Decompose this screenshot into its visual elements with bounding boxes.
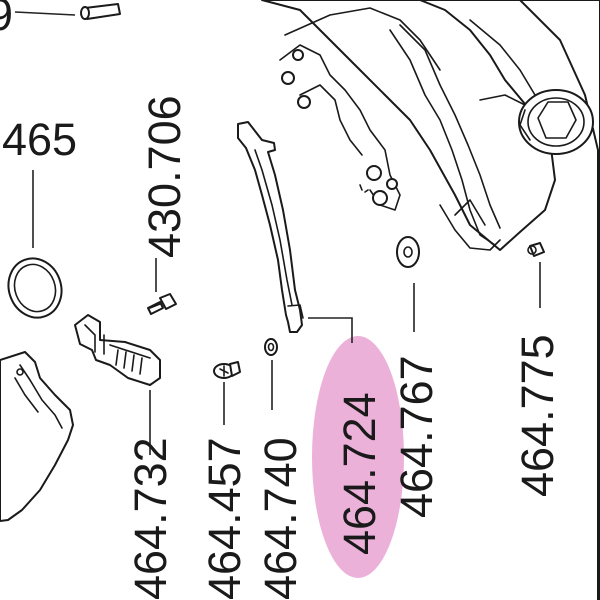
washer-part — [396, 236, 420, 268]
part-number-464-732: 464.732 — [125, 437, 176, 600]
lever-part — [74, 314, 161, 386]
retaining-ring-part — [7, 257, 63, 319]
part-number-464-457: 464.457 — [199, 437, 250, 600]
part-number-464-775: 464.775 — [512, 334, 563, 497]
bolt-part — [527, 242, 545, 257]
part-number-430-706: 430.706 — [139, 95, 190, 258]
guide-bar-part — [237, 121, 304, 333]
pin-part — [80, 3, 121, 20]
highlight-ellipse — [312, 336, 404, 578]
part-number-9: 9 — [0, 0, 13, 40]
main-housing-part — [261, 0, 600, 600]
part-number-465: 465 — [2, 114, 77, 165]
small-washer-part — [264, 338, 278, 356]
hook-bracket-part — [0, 351, 74, 522]
small-screw-part — [213, 361, 241, 379]
part-number-464-724: 464.724 — [334, 392, 385, 555]
part-number-464-740: 464.740 — [255, 437, 306, 600]
screw-part — [147, 293, 177, 315]
part-number-464-767: 464.767 — [391, 355, 442, 518]
